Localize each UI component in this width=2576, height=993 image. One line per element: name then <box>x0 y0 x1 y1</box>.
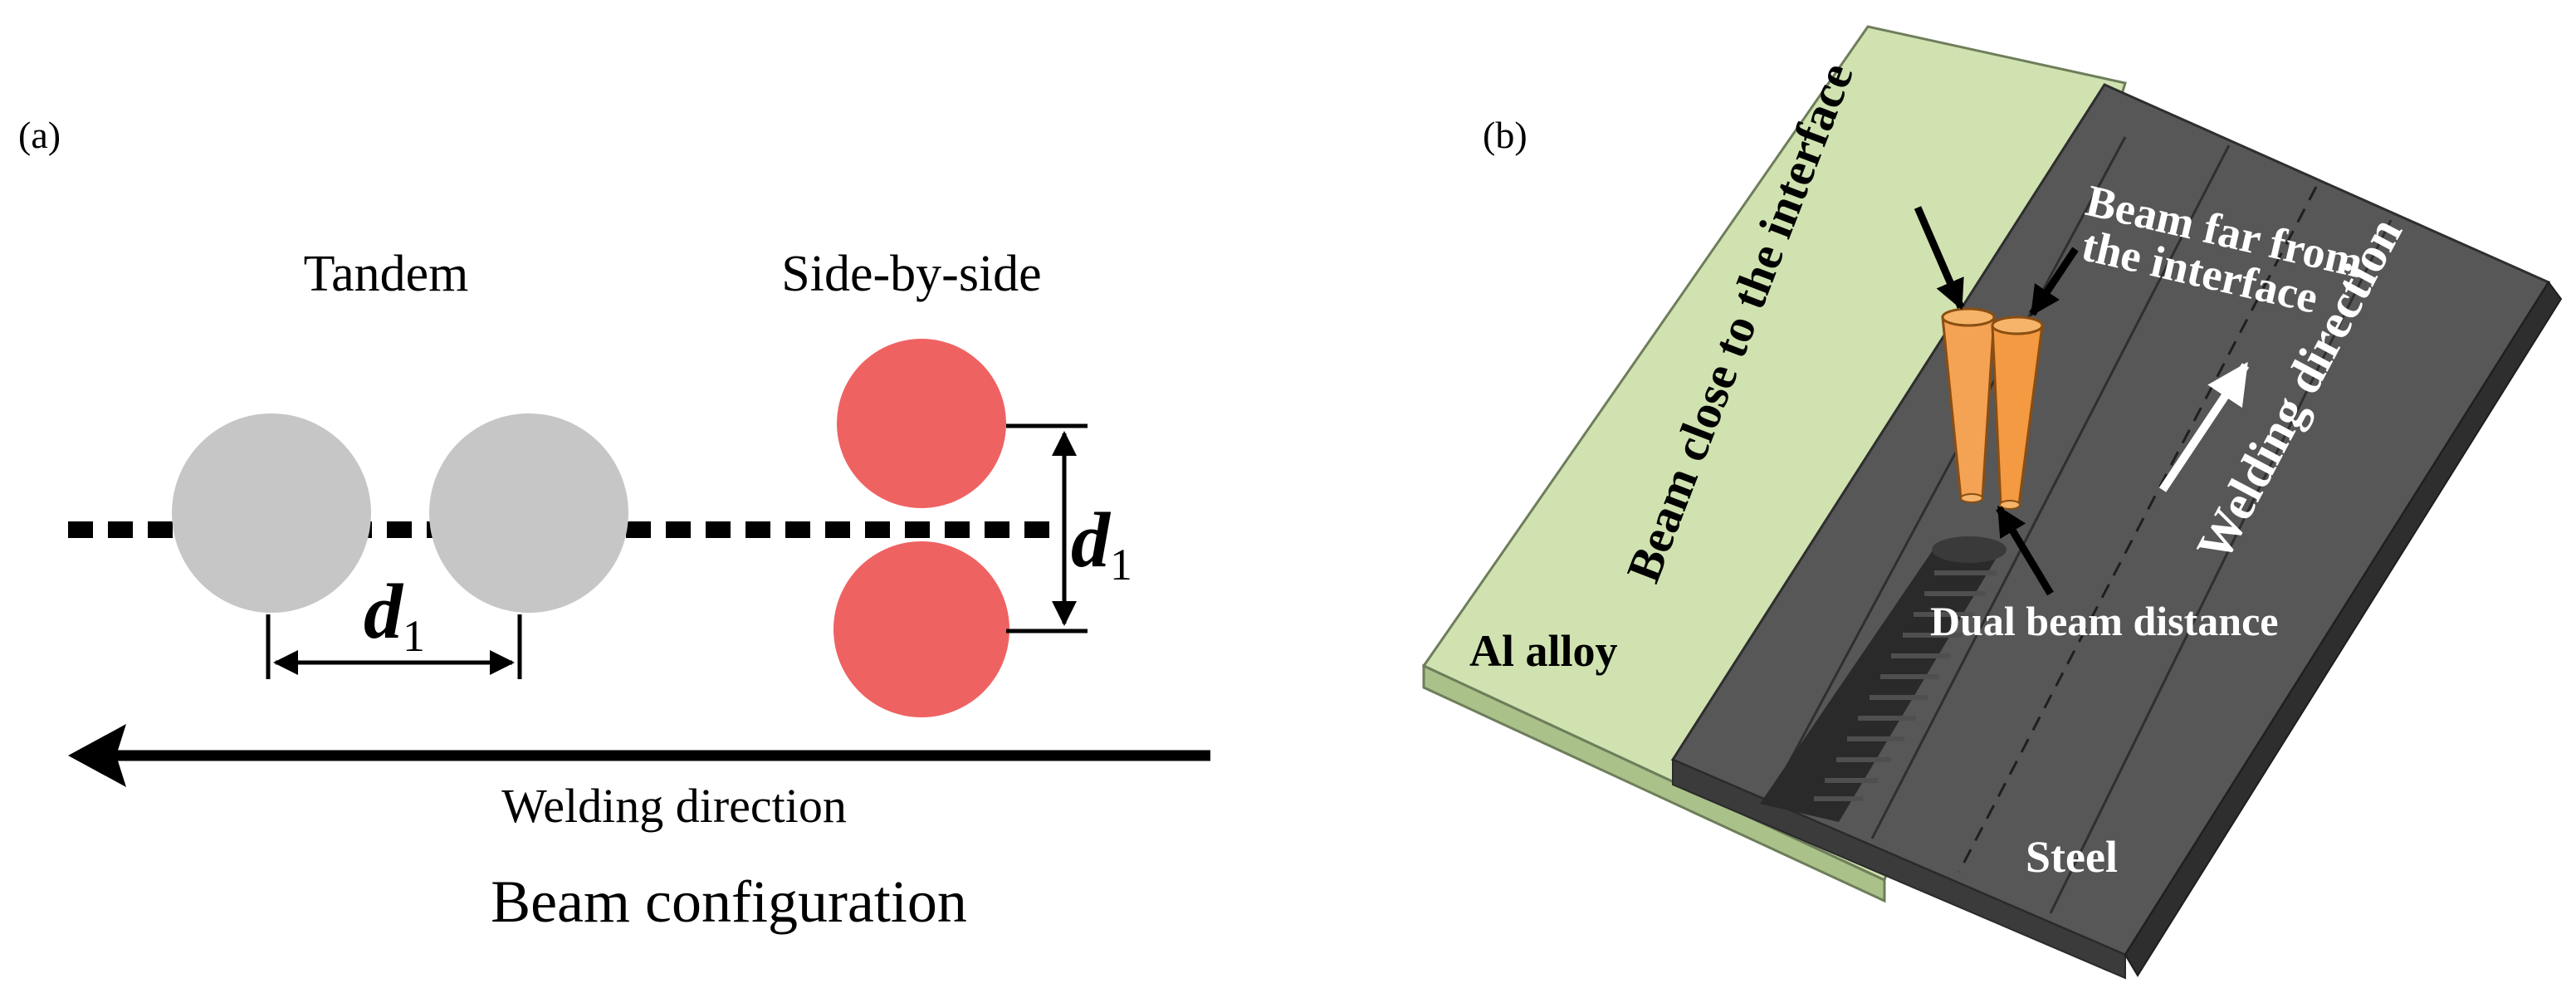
side-by-side-title: Side-by-side <box>781 246 1041 302</box>
panel-b: (b) <box>1421 25 2563 980</box>
panel-b-label: (b) <box>1483 114 1528 156</box>
side-distance-dimension: d1 <box>1006 423 1132 633</box>
steel-plate-front-edge <box>1672 758 2126 980</box>
steel-groove-1 <box>1773 136 2127 790</box>
side-beam-bottom <box>833 541 1009 717</box>
tandem-title: Tandem <box>304 246 469 302</box>
dual-beam-pointer <box>1996 505 2054 596</box>
steel-groove-dashed <box>1958 186 2318 873</box>
tandem-beam-2 <box>429 413 628 613</box>
beam-close-pointer <box>1914 206 1965 311</box>
tandem-d-label: d <box>364 569 404 655</box>
beam-configuration-caption: Beam configuration <box>491 868 967 935</box>
steel-label: Steel <box>2026 832 2118 882</box>
tandem-d-subscript: 1 <box>403 611 425 661</box>
welding-direction-arrow <box>68 724 1210 787</box>
side-d-subscript: 1 <box>1110 540 1132 589</box>
dual-beam-distance-label: Dual beam distance <box>1930 598 2278 644</box>
al-alloy-label: Al alloy <box>1469 626 1618 676</box>
steel-plate-side-edge <box>2124 281 2563 977</box>
steel-groove-2 <box>1870 144 2231 839</box>
beam-far-pointer <box>2029 247 2079 316</box>
tandem-beam-1 <box>172 413 371 613</box>
panel-a-label: (a) <box>18 114 61 156</box>
svg-text:d1: d1 <box>1071 497 1132 589</box>
side-d-label: d <box>1071 497 1112 584</box>
steel-groove-3 <box>2049 219 2393 914</box>
tandem-distance-dimension: d1 <box>266 569 522 679</box>
weld-bead <box>1760 536 2007 822</box>
panel-a: (a) Tandem Side-by-side d1 d1 <box>18 114 1210 935</box>
side-beam-top <box>837 339 1006 508</box>
welding-direction-label-a: Welding direction <box>501 779 847 833</box>
welding-direction-arrow-b <box>2158 361 2250 492</box>
laser-beam-close <box>1941 307 1996 503</box>
svg-text:d1: d1 <box>364 569 425 661</box>
laser-beam-far <box>1991 316 2044 510</box>
